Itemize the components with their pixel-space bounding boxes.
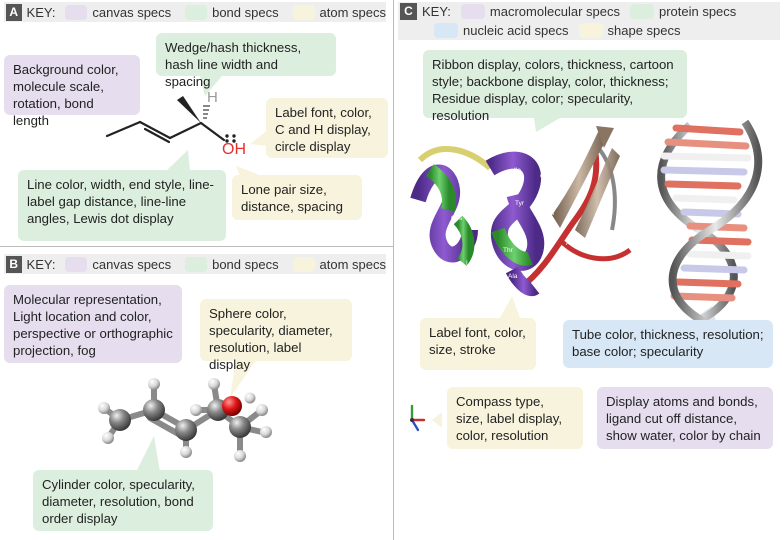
oxygen-sphere [222,396,242,416]
bond-swatch [185,4,208,20]
hash-bond [203,105,210,119]
line-specs-callout: Line color, width, end style, line-label… [18,170,226,241]
panelC-key-label: KEY: [422,4,451,19]
nucleic-swatch [434,23,458,38]
key-macromolecular-specs: macromolecular specs [489,4,620,19]
wedge-specs-callout: Wedge/hash thickness, hash line width an… [156,33,336,89]
shape-swatch [578,23,603,38]
hydrogen-spheres [98,378,272,462]
lonepair-callout-pointer [236,166,262,176]
label-callout-pointer [250,130,268,146]
sphere-callout-pointer [230,360,256,398]
panelC-letter: C [400,3,417,20]
atom-h-label: H [207,89,218,106]
ribbon-callout-pointer [534,118,560,132]
label-font-callout: Label font, color, size, stroke [420,318,536,370]
atom-swatch [292,256,315,272]
residue-label: Thr [545,210,556,217]
canvas-swatch [65,4,88,20]
panelB-letter: B [6,255,22,273]
lone-pair-dots [225,134,236,143]
key-nucleic-acid-specs: nucleic acid specs [463,23,569,38]
residue-label: Lys [428,193,439,200]
key-protein-specs: protein specs [658,4,737,19]
compass-widget [410,404,426,432]
residue-label: Phe [478,233,490,240]
key-bond-specs: bond specs [212,4,279,20]
panelC-key-bar: C KEY: macromolecular specs protein spec… [398,2,780,40]
cylinder-specs-callout: Cylinder color, specularity, diameter, r… [33,470,213,531]
canvas-swatch [65,256,88,272]
panelA-key-label: KEY: [26,4,56,20]
panel-separator-horizontal [0,246,393,247]
residue-label: Ala [508,273,518,280]
residue-label: Cys [451,215,463,222]
compass-callout-pointer [432,412,442,428]
labelfont-callout-pointer [500,296,520,318]
wedge-bond [177,96,201,123]
protein-swatch [629,4,654,19]
residue-label: Ala [566,240,576,247]
key-atom-specs: atom specs [319,256,387,272]
label-specs-callout: Label font, color, C and H display, circ… [266,98,388,158]
panelA-key-bar: A KEY: canvas specs bond specs atom spec… [4,2,386,22]
key-shape-specs: shape specs [607,23,681,38]
panel-separator-vertical [393,0,394,540]
nucleic-acid-helix [657,119,763,326]
line-callout-pointer [165,150,190,172]
key-canvas-specs: canvas specs [92,256,172,272]
residue-label: Ile [514,167,521,174]
panelB-key-label: KEY: [26,256,56,272]
key-canvas-specs: canvas specs [92,4,172,20]
canvas-specs-callout: Background color, molecule scale, rotati… [4,55,140,128]
carbon-spheres [109,399,251,441]
bond-swatch [185,256,208,272]
atom-swatch [292,4,315,20]
wedge-callout-pointer [200,76,222,96]
tube-specs-callout: Tube color, thickness, resolution; base … [563,320,773,368]
display-specs-callout: Display atoms and bonds, ligand cut off … [597,387,773,449]
compass-specs-callout: Compass type, size, label display, color… [447,387,583,449]
molecular-representation-callout: Molecular representation, Light location… [4,285,182,363]
atom-oh-label: OH [222,141,246,158]
key-atom-specs: atom specs [319,4,387,20]
skeletal-bonds [105,120,226,144]
residue-label: Leu [466,260,477,267]
residue-label: Asn [476,213,488,220]
panelB-key-bar: B KEY: canvas specs bond specs atom spec… [4,254,386,274]
residue-label: Tyr [515,200,525,207]
residue-label: Gly [540,173,551,180]
panelA-letter: A [6,3,22,21]
residue-label: Thr [503,247,514,254]
lonepair-specs-callout: Lone pair size, distance, spacing [232,175,362,220]
cylinder-callout-pointer [136,436,160,472]
ribbon-specs-callout: Ribbon display, colors, thickness, carto… [423,50,687,123]
key-bond-specs: bond specs [212,256,279,272]
sphere-specs-callout: Sphere color, specularity, diameter, res… [200,299,352,372]
macromolecular-swatch [460,4,485,19]
protein-ribbon: Lys Cys Asn Ile Tyr Gly Thr Ala Phe Leu … [410,126,632,296]
